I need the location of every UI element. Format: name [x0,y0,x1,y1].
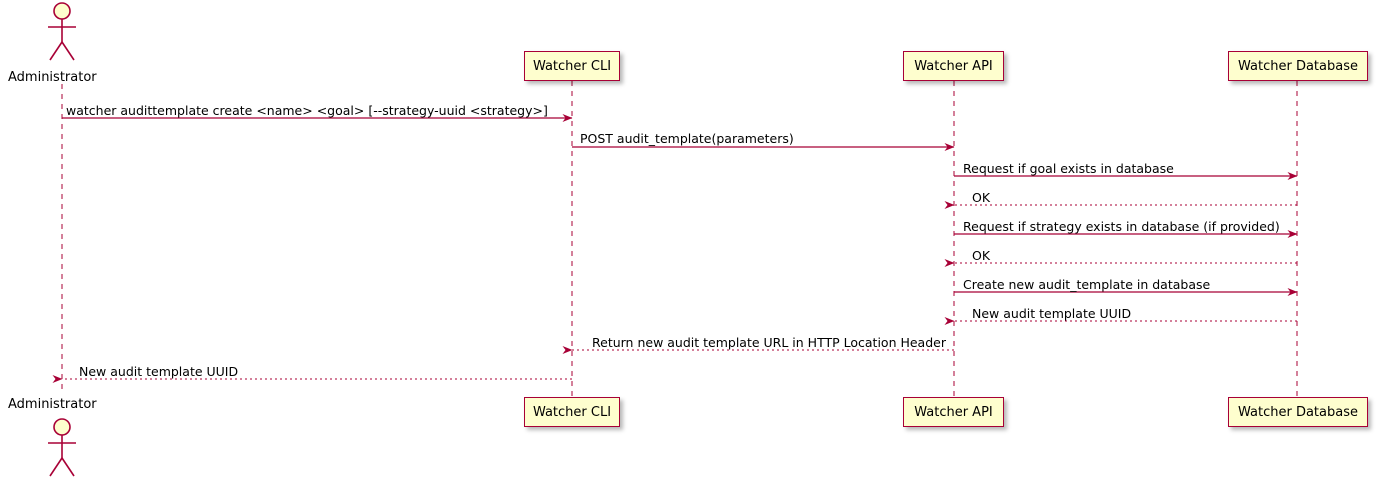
message-label-7: Create new audit_template in database [963,277,1211,292]
message-label-2: POST audit_template(parameters) [580,131,794,146]
message-label-8: New audit template UUID [972,306,1132,321]
message-label-3: Request if goal exists in database [963,161,1174,176]
message-label-1: watcher audittemplate create <name> <goa… [66,103,548,118]
actor-label-administrator-bottom: Administrator [8,397,97,412]
participant-box-watcher-cli-bottom[interactable]: Watcher CLI [524,397,620,427]
actor-leg-right-administrator-top [61,41,75,61]
lifelines-group [61,81,1298,397]
actor-leg-left-administrator-top [49,41,63,61]
actor-figures-group [48,2,76,477]
actor-leg-left-administrator-bottom [49,457,63,477]
participant-box-watcher-api-top[interactable]: Watcher API [903,51,1004,81]
message-label-6: OK [972,248,991,263]
participant-box-watcher-api-bottom[interactable]: Watcher API [903,397,1004,427]
actor-label-administrator-top: Administrator [8,70,97,85]
actor-leg-right-administrator-bottom [61,457,75,477]
message-label-4: OK [972,190,991,205]
actor-figure-administrator-top [48,2,76,61]
message-label-5: Request if strategy exists in database (… [963,219,1280,234]
message-arrows-group [52,114,1298,383]
participant-box-watcher-cli-top[interactable]: Watcher CLI [524,51,620,81]
message-label-9: Return new audit template URL in HTTP Lo… [592,335,946,350]
actor-figure-administrator-bottom [48,418,76,477]
participant-box-watcher-database-top[interactable]: Watcher Database [1228,51,1368,81]
message-label-10: New audit template UUID [79,364,239,379]
participant-box-watcher-database-bottom[interactable]: Watcher Database [1228,397,1368,427]
